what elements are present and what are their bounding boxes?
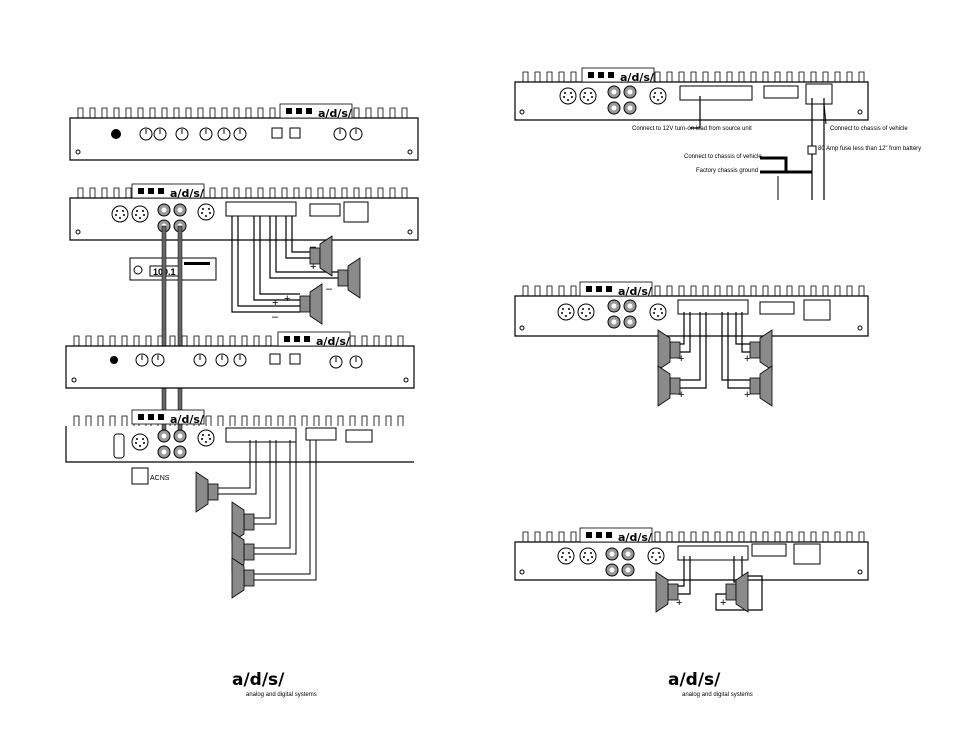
right-amp-1-power-panel: a/d/s/ [514,67,869,121]
left-amp-4-connection-panel: a/d/s/ ACNS [65,409,414,485]
brand-tagline-right: analog and digital systems [682,692,753,698]
annotation-chassis-right: Connect to chassis of vehicle [830,126,908,132]
power-wiring [690,96,827,200]
heatsink-fins [522,71,865,82]
polarity-plus: + [744,389,750,401]
logo-text: a/d/s/ [316,335,351,348]
speaker-wires-right-4ch [680,312,750,389]
polarity-plus: + [678,389,684,401]
fin-outline [73,415,404,426]
polarity-plus: + [678,353,684,365]
polarity-plus: + [720,597,726,609]
logo-text: a/d/s/ [618,531,653,544]
heatsink-fins [522,531,865,542]
speaker-wires-left-lower [212,440,317,581]
fin-outline [73,335,404,346]
polarity-minus: – [310,241,317,253]
right-amp-2-speaker-panel: a/d/s/ [514,281,869,337]
heatsink-fins [77,187,408,198]
fin-outline [522,285,865,296]
polarity-plus: + [744,353,750,365]
annotation-chassis-left: Connect to chassis of vehicle [684,154,762,160]
heatsink-fins [73,335,404,346]
speaker [749,365,773,407]
left-brand-block: a/d/s/ analog and digital systems [232,670,317,698]
brand-logo-right: a/d/s/ [668,670,721,690]
polarity-minus: – [326,283,333,295]
fin-outline [522,531,865,542]
fin-outline [77,187,408,198]
brand-logo-left: a/d/s/ [232,670,285,690]
logo-text: a/d/s/ [618,285,653,298]
polarity-plus: + [310,261,316,273]
polarity-plus: + [284,293,290,305]
right-amp-3-bridged-panel: a/d/s/ [514,527,869,581]
speaker-wires-left [231,216,340,313]
speaker [337,257,361,299]
speaker [195,471,219,513]
left-amp-1-control-panel: a/d/s/ [69,103,419,161]
head-unit: 100.1 [129,257,217,281]
annotation-turn-on: Connect to 12V turn-on lead from source … [632,126,752,132]
left-amp-3-control-panel: a/d/s/ [65,331,415,389]
brand-tagline-left: analog and digital systems [246,692,317,698]
annotation-factory-ground: Factory chassis ground [696,168,758,174]
left-amp-2-connection-panel: a/d/s/ [69,183,419,241]
annotation-fuse: 80 Amp fuse less than 12" from battery [818,146,921,152]
heatsink-fins [522,285,865,296]
logo-text: a/d/s/ [170,187,205,200]
polarity-plus: + [676,597,682,609]
fin-outline [77,107,408,118]
right-brand-block: a/d/s/ analog and digital systems [668,670,753,698]
speaker [657,365,681,407]
heatsink-fins [77,107,408,118]
fin-outline [522,71,865,82]
lower-label: ACNS [150,475,170,482]
heatsink-fins [73,415,404,426]
polarity-plus: + [272,297,278,309]
logo-text: a/d/s/ [170,413,205,426]
speaker [299,283,323,325]
logo-text: a/d/s/ [318,107,353,120]
logo-text: a/d/s/ [620,71,655,84]
polarity-minus: – [272,311,279,323]
